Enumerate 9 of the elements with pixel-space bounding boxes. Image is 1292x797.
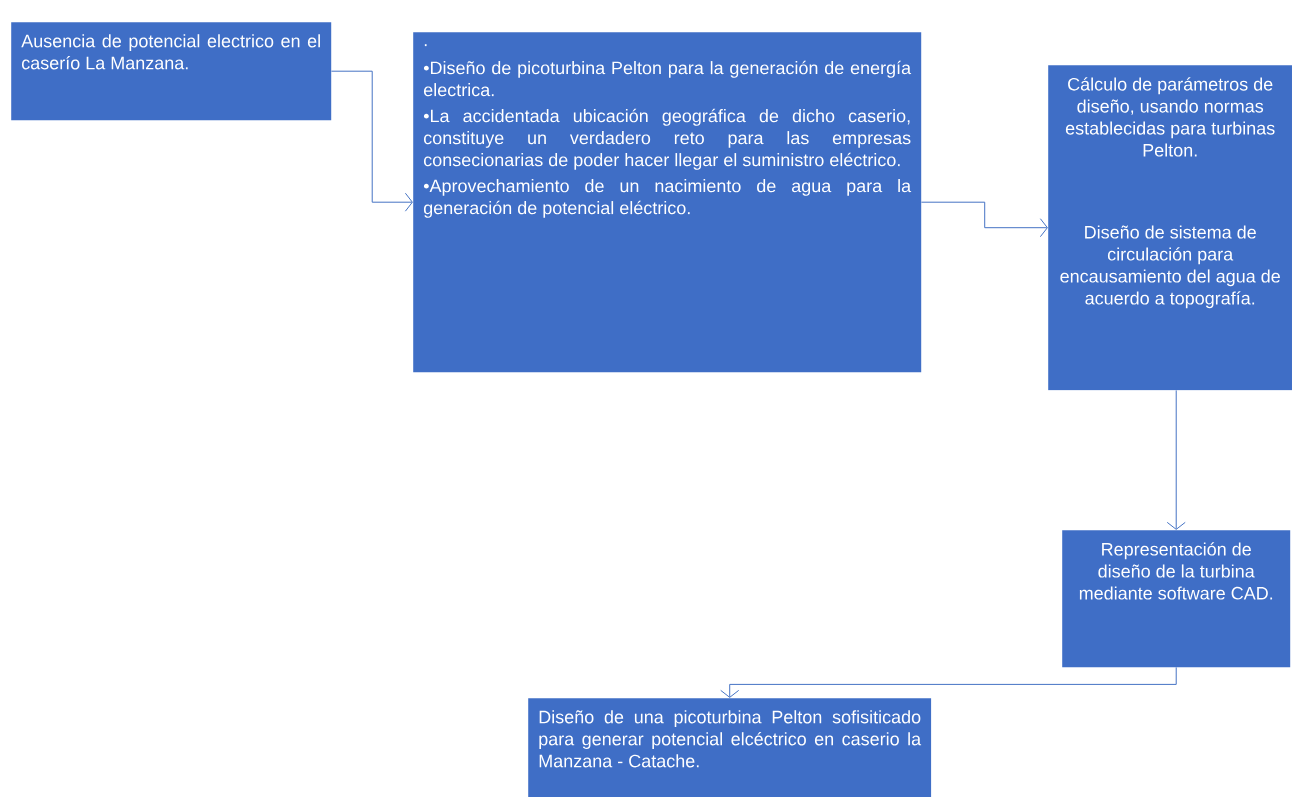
process-box: Ausencia de potencial electrico en el caserío La Manzana.	[11, 22, 332, 121]
process-box: Diseño de una picoturbina Pelton sofisiticado para generar potencial elcéctrico en caserio la Manzana - Catache.	[528, 698, 932, 797]
arrow	[920, 201, 1048, 238]
process-box: . •Diseño de picoturbina Pelton para la generación de energía electrica. •La accidentada ubicación geográfica de dicho caserio, constituye un verdadero reto para las empresas consecionarias de poder hacer llegar el suministro eléctrico. •Aprovechamiento de un nacimiento de agua para la generación de potencial eléctrico.	[413, 32, 922, 373]
process-box: Cálculo de parámetros de diseño, usando normas establecidas para turbinas Pelton. Diseño de sistema de circulación para encausamiento del agua de acuerdo a topografía.	[1048, 65, 1292, 391]
process-box: Representación de diseño de la turbina mediante software CAD.	[1062, 530, 1291, 668]
arrow	[1166, 389, 1186, 530]
arrow	[330, 70, 413, 212]
arrow	[720, 666, 1177, 698]
